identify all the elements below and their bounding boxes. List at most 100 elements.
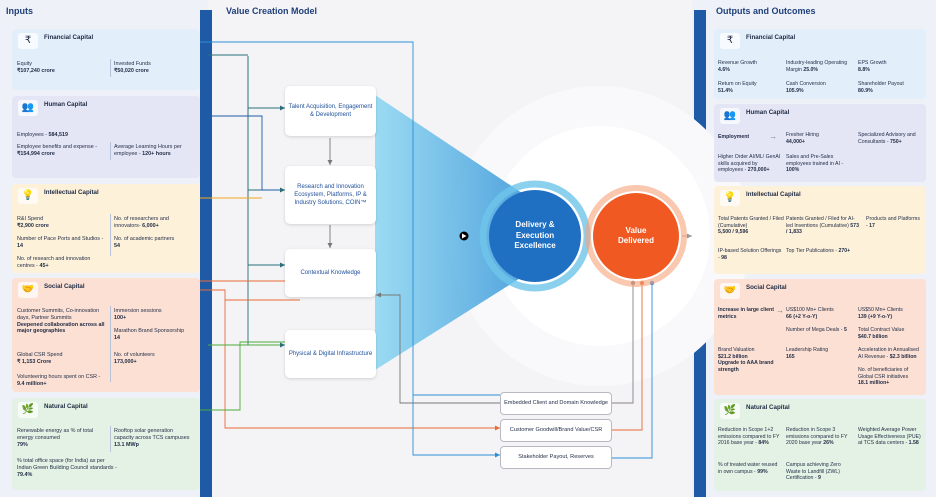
roe-label: Return on Equity [718, 81, 757, 87]
research-box: Research and Innovation Ecosystem, Platf… [285, 166, 376, 224]
csr-beneficiaries: No. of beneficiaries of Global CSR initi… [858, 367, 924, 387]
return-on-equity: Return on Equity 51.4% [718, 81, 780, 94]
value-ring [585, 185, 687, 287]
fresher-hiring: Fresher Hiring 44,000+ [786, 132, 852, 145]
scope3-value: 26% [823, 440, 834, 446]
rooftop-solar: Rooftop solar generation capacity across… [114, 428, 194, 448]
inputs-header: Inputs [6, 6, 33, 16]
eps-label: EPS Growth [858, 60, 887, 66]
value-creation-header: Value Creation Model [226, 6, 318, 16]
summits-label: Customer Summits, Co-innovation days, Pa… [17, 308, 100, 321]
c50-label: US$50 Mn+ Clients [858, 307, 903, 313]
output-financial-card: ₹ Financial Capital Revenue Growth 4.6% … [714, 29, 926, 99]
value-delivered-circle: Value Delivered [593, 193, 679, 279]
leaf-icon: 🌿 [720, 403, 740, 419]
tcv-value: $40.7 billion [858, 333, 888, 340]
green-office-space: % total office space (for India) as per … [17, 458, 117, 478]
funds-value: ₹50,020 crore [114, 67, 149, 74]
left-blue-bar [200, 10, 212, 497]
input-financial-title: Financial Capital [44, 34, 94, 41]
benefits-label: Employee benefits and expense - [17, 144, 98, 150]
summits-value: Deepened collaboration across all major … [17, 321, 105, 335]
learning-hours: Average Learning Hours per employee - 12… [114, 144, 194, 158]
ip-value: 98 [721, 254, 727, 261]
treated-water: % of treated water reused in own campus … [718, 462, 782, 475]
ai-patents-label: Patents Granted / Filed for AI-led Inven… [786, 216, 855, 229]
ai-patents-value: 573 / 1,833 [786, 222, 859, 236]
rev-value: 4.6% [718, 66, 730, 73]
contextual-knowledge-box: Contextual Knowledge [285, 249, 376, 297]
output-human-title: Human Capital [746, 109, 790, 116]
sales-value: 100% [786, 167, 800, 173]
mega-value: 5 [843, 327, 847, 333]
outputs-header: Outputs and Outcomes [716, 6, 816, 16]
solar-label: Rooftop solar generation capacity across… [114, 428, 190, 441]
mega-label: Number of Mega Deals - [786, 327, 844, 333]
researchers: No. of researchers and innovators- 6,000… [114, 216, 194, 230]
products-platforms: Products and Platforms - 17 [866, 216, 922, 229]
rnd-value: ₹2,900 crore [17, 222, 49, 229]
zwl-label: Campus achieving Zero Waste to Landfill … [786, 462, 841, 481]
fresher-label: Fresher Hiring [786, 132, 819, 138]
hours-label: Volunteering hours spent on CSR - [17, 374, 101, 380]
equity: Equity ₹107,240 crore [17, 61, 107, 75]
volunteers: No. of volunteers 173,000+ [114, 352, 194, 366]
advisory-label: Specialized Advisory and Consultants - [858, 132, 916, 145]
stakeholder-payout-box: Stakeholder Payout, Reserves [500, 446, 612, 469]
scope3-label: Reduction in Scope 3 emissions compared … [786, 427, 848, 446]
customer-goodwill-box: Customer Goodwill/Brand Value/CSR [500, 419, 612, 442]
output-intellectual-title: Intellectual Capital [746, 191, 801, 198]
ai-revenue: Acceleration in Annualised AI Revenue - … [858, 347, 924, 360]
ai-value: 270,000+ [747, 167, 770, 173]
research-centres: No. of research and innovation centres -… [17, 256, 107, 270]
products-value: 17 [869, 222, 875, 229]
pace-value: 14 [17, 242, 23, 249]
scope12-label: Reduction in Scope 1+2 emissions compare… [718, 427, 780, 446]
ip-label: IP-based Solution Offerings - [718, 248, 782, 261]
roe-value: 51.4% [718, 87, 733, 94]
patents-value: 5,500 / 9,596 [718, 229, 749, 235]
brand-label: Brand Valuation [718, 347, 755, 353]
partners-label: No. of academic partners [114, 236, 175, 242]
zwl-value: 9 [818, 475, 821, 481]
immersion-label: Immersion sessions [114, 308, 162, 314]
money-icon: ₹ [18, 33, 38, 49]
water-label: % of treated water reused in own campus … [718, 462, 778, 475]
pubs-label: Top Tier Publications - [786, 248, 839, 254]
water-value: 99% [757, 468, 768, 475]
products-label: Products and Platforms - [866, 216, 920, 229]
shareholder-payout: Shareholder Payout 80.9% [858, 81, 920, 94]
arrow-right-icon: → [769, 132, 777, 141]
cash-value: 105.9% [786, 87, 804, 94]
brand-valuation: Brand Valuation $21.2 billion Upgrade to… [718, 347, 784, 373]
learning-value: 120+ hours [142, 150, 171, 157]
employees-value: 584,519 [48, 132, 68, 138]
clients-100mn: US$100 Mn+ Clients 66 (+2 Y-o-Y) [786, 307, 858, 320]
zero-waste: Campus achieving Zero Waste to Landfill … [786, 462, 852, 482]
marathon-label: Marathon Brand Sponsorship [114, 328, 185, 334]
green-label: % total office space (for India) as per … [17, 458, 117, 471]
mega-deals: Number of Mega Deals - 5 [786, 327, 848, 334]
c100-value: 66 (+2 Y-o-Y) [786, 313, 818, 320]
handshake-icon: 🤝 [720, 283, 740, 299]
centres-value: 45+ [39, 262, 49, 269]
input-natural-title: Natural Capital [44, 403, 88, 410]
immersion-value: 100+ [114, 314, 127, 321]
fresher-value: 44,000+ [786, 138, 805, 145]
scope3-reduction: Reduction in Scope 3 emissions compared … [786, 427, 852, 447]
ip-offerings: IP-based Solution Offerings - 98 [718, 248, 782, 261]
bulb-icon: 💡 [18, 188, 38, 204]
centres-label: No. of research and innovation centres - [17, 256, 91, 269]
employment-label: Employment [718, 134, 750, 140]
sales-trained: Sales and Pre-Sales employees trained in… [786, 154, 852, 174]
c100-label: US$100 Mn+ Clients [786, 307, 834, 313]
people-icon: 👥 [18, 100, 38, 116]
eps-value: 8.8% [858, 66, 870, 73]
volunteering-hours: Volunteering hours spent on CSR - 9.4 mi… [17, 374, 107, 388]
rev-label: Revenue Growth [718, 60, 757, 66]
renewable-label: Renewable energy as % of total energy co… [17, 428, 94, 441]
input-social-title: Social Capital [44, 283, 85, 290]
money-icon: ₹ [720, 33, 740, 49]
input-human-card: 👥 Human Capital Employees - 584,519 Empl… [12, 96, 200, 178]
